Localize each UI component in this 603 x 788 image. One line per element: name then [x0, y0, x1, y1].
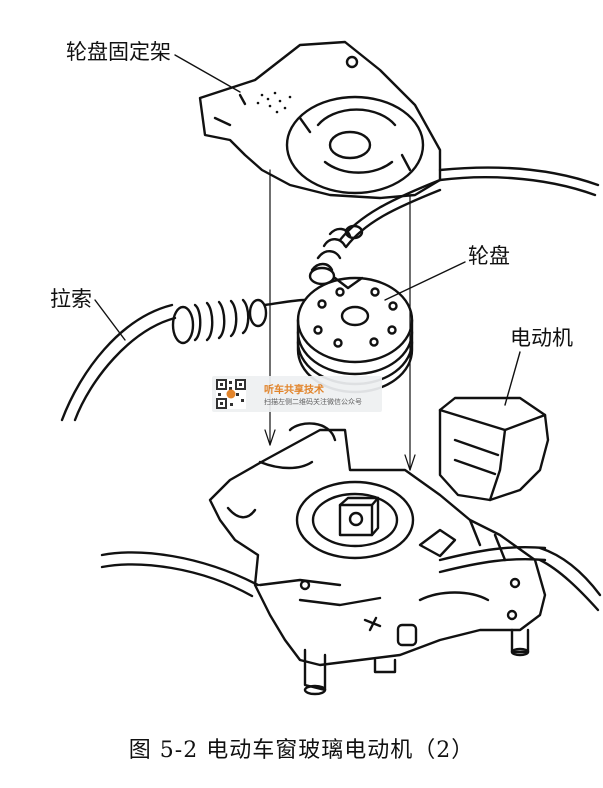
motor	[438, 396, 550, 502]
mounting-pins	[303, 628, 530, 696]
cable-upper	[338, 166, 600, 249]
leader-lines	[94, 54, 521, 406]
wheel-bracket	[198, 40, 442, 200]
watermark-title: 听车共享技术	[264, 385, 324, 396]
watermark-subtitle: 扫描左侧二维码关注微信公众号	[264, 398, 362, 406]
cable-left	[60, 298, 307, 422]
label-wheel: 轮盘	[468, 244, 510, 268]
spring-upper	[308, 224, 364, 286]
bracket-stipple	[256, 91, 292, 114]
label-cable: 拉索	[50, 287, 92, 311]
label-motor: 电动机	[510, 326, 573, 350]
watermark-banner: 听车共享技术 扫描左侧二维码关注微信公众号	[212, 376, 382, 412]
qr-code-icon	[216, 379, 246, 409]
label-wheel-bracket: 轮盘固定架	[66, 40, 171, 64]
base-housing	[208, 422, 547, 667]
cable-lower	[100, 545, 602, 612]
guide-lines	[264, 169, 416, 471]
figure-caption: 图 5-2 电动车窗玻璃电动机（2）	[128, 738, 475, 763]
spring-left	[171, 298, 268, 345]
